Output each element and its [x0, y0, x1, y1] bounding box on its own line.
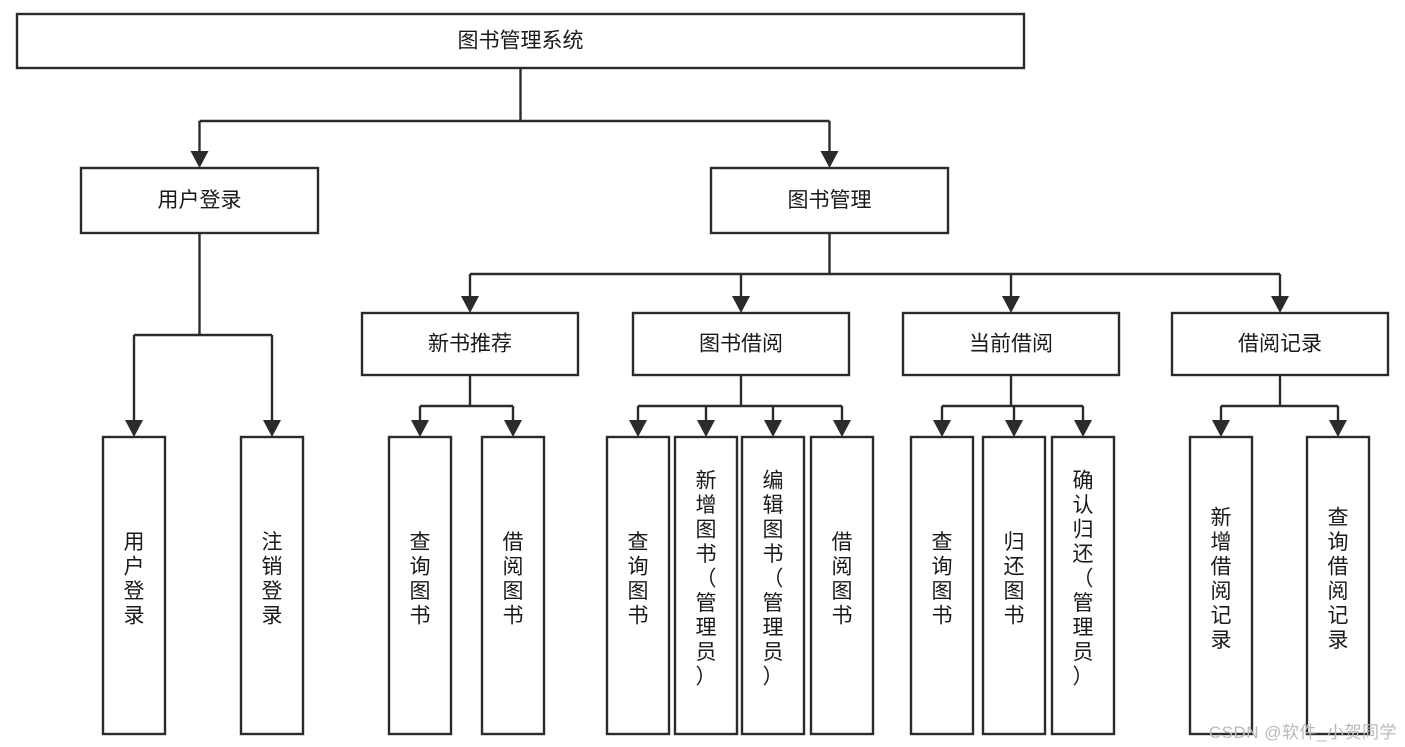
node-user-login[interactable]: 用户登录	[79, 166, 320, 235]
arrow-head-icon	[764, 420, 782, 437]
node-box	[631, 311, 851, 377]
node-label: 图书管理系统	[458, 30, 584, 53]
arrow-head-icon	[697, 420, 715, 437]
arrow-head-icon	[125, 420, 143, 437]
arrow-head-icon	[933, 420, 951, 437]
connector-group-user-login	[125, 233, 281, 437]
node-leaf-borrow-book-2[interactable]: 借阅图书	[809, 435, 875, 736]
node-book-borrow[interactable]: 图书借阅	[631, 311, 851, 377]
node-label: 借阅记录	[1238, 333, 1322, 356]
arrow-head-icon	[820, 151, 839, 168]
node-box	[79, 166, 320, 235]
node-leaf-user-login[interactable]: 用户登录	[101, 435, 167, 736]
node-label: 当前借阅	[969, 333, 1053, 356]
node-leaf-query-record[interactable]: 查询借阅记录	[1305, 435, 1371, 736]
arrow-head-icon	[461, 296, 479, 313]
node-label: 新增图书（管理员）	[696, 470, 717, 689]
node-leaf-borrow-book-1[interactable]: 借阅图书	[480, 435, 546, 736]
node-label: 用户登录	[124, 531, 145, 628]
arrow-head-icon	[1074, 420, 1092, 437]
arrow-head-icon	[1002, 296, 1020, 313]
node-label: 注销登录	[262, 531, 283, 628]
node-label: 查询借阅记录	[1328, 506, 1349, 652]
node-label: 图书管理	[788, 189, 872, 212]
node-box	[673, 435, 739, 736]
node-leaf-confirm-return[interactable]: 确认归还（管理员）	[1050, 435, 1116, 736]
node-leaf-add-book[interactable]: 新增图书（管理员）	[673, 435, 739, 736]
node-box	[239, 435, 305, 736]
connector-group-current-borrow	[933, 375, 1092, 437]
connector-group-borrow-record	[1212, 375, 1347, 437]
node-leaf-edit-book[interactable]: 编辑图书（管理员）	[740, 435, 806, 736]
arrow-head-icon	[732, 296, 750, 313]
node-label: 新书推荐	[428, 333, 512, 356]
node-box	[605, 435, 671, 736]
arrow-head-icon	[1212, 420, 1230, 437]
node-label: 查询图书	[628, 531, 649, 628]
nodes-layer: 图书管理系统用户登录图书管理新书推荐图书借阅当前借阅借阅记录用户登录注销登录查询…	[15, 12, 1390, 736]
node-box	[360, 311, 580, 377]
node-box	[387, 435, 453, 736]
arrow-head-icon	[190, 151, 209, 168]
arrow-head-icon	[504, 420, 522, 437]
connector-group-root	[190, 68, 839, 168]
node-label: 查询图书	[410, 531, 431, 628]
connectors-layer	[125, 68, 1347, 437]
node-leaf-query-book-1[interactable]: 查询图书	[387, 435, 453, 736]
node-label: 借阅图书	[832, 531, 853, 628]
node-box	[981, 435, 1047, 736]
node-label: 借阅图书	[503, 531, 524, 628]
connector-group-book-borrow	[629, 375, 851, 437]
node-label: 编辑图书（管理员）	[763, 470, 784, 689]
node-book-manage[interactable]: 图书管理	[709, 166, 950, 235]
node-box	[480, 435, 546, 736]
node-current-borrow[interactable]: 当前借阅	[901, 311, 1121, 377]
node-box	[709, 166, 950, 235]
node-box	[1305, 435, 1371, 736]
node-label: 查询图书	[932, 531, 953, 628]
node-label: 用户登录	[158, 189, 242, 212]
node-new-book-rec[interactable]: 新书推荐	[360, 311, 580, 377]
arrow-head-icon	[629, 420, 647, 437]
node-leaf-query-book-2[interactable]: 查询图书	[605, 435, 671, 736]
arrow-head-icon	[1271, 296, 1289, 313]
node-leaf-user-logout[interactable]: 注销登录	[239, 435, 305, 736]
node-leaf-query-book-3[interactable]: 查询图书	[909, 435, 975, 736]
arrow-head-icon	[833, 420, 851, 437]
arrow-head-icon	[263, 420, 281, 437]
node-label: 确认归还（管理员）	[1073, 470, 1094, 689]
node-box	[15, 12, 1026, 70]
node-box	[1050, 435, 1116, 736]
node-label: 新增借阅记录	[1211, 506, 1232, 652]
arrow-head-icon	[1005, 420, 1023, 437]
node-box	[809, 435, 875, 736]
node-box	[1170, 311, 1390, 377]
node-label: 图书借阅	[699, 333, 783, 356]
node-box	[1188, 435, 1254, 736]
node-box	[740, 435, 806, 736]
connector-group-book-manage	[461, 233, 1289, 313]
node-box	[101, 435, 167, 736]
node-leaf-return-book[interactable]: 归还图书	[981, 435, 1047, 736]
arrow-head-icon	[1329, 420, 1347, 437]
node-box	[909, 435, 975, 736]
connector-group-new-book-rec	[411, 375, 522, 437]
node-borrow-record[interactable]: 借阅记录	[1170, 311, 1390, 377]
node-label: 归还图书	[1004, 531, 1025, 628]
node-box	[901, 311, 1121, 377]
node-leaf-add-record[interactable]: 新增借阅记录	[1188, 435, 1254, 736]
node-root[interactable]: 图书管理系统	[15, 12, 1026, 70]
arrow-head-icon	[411, 420, 429, 437]
